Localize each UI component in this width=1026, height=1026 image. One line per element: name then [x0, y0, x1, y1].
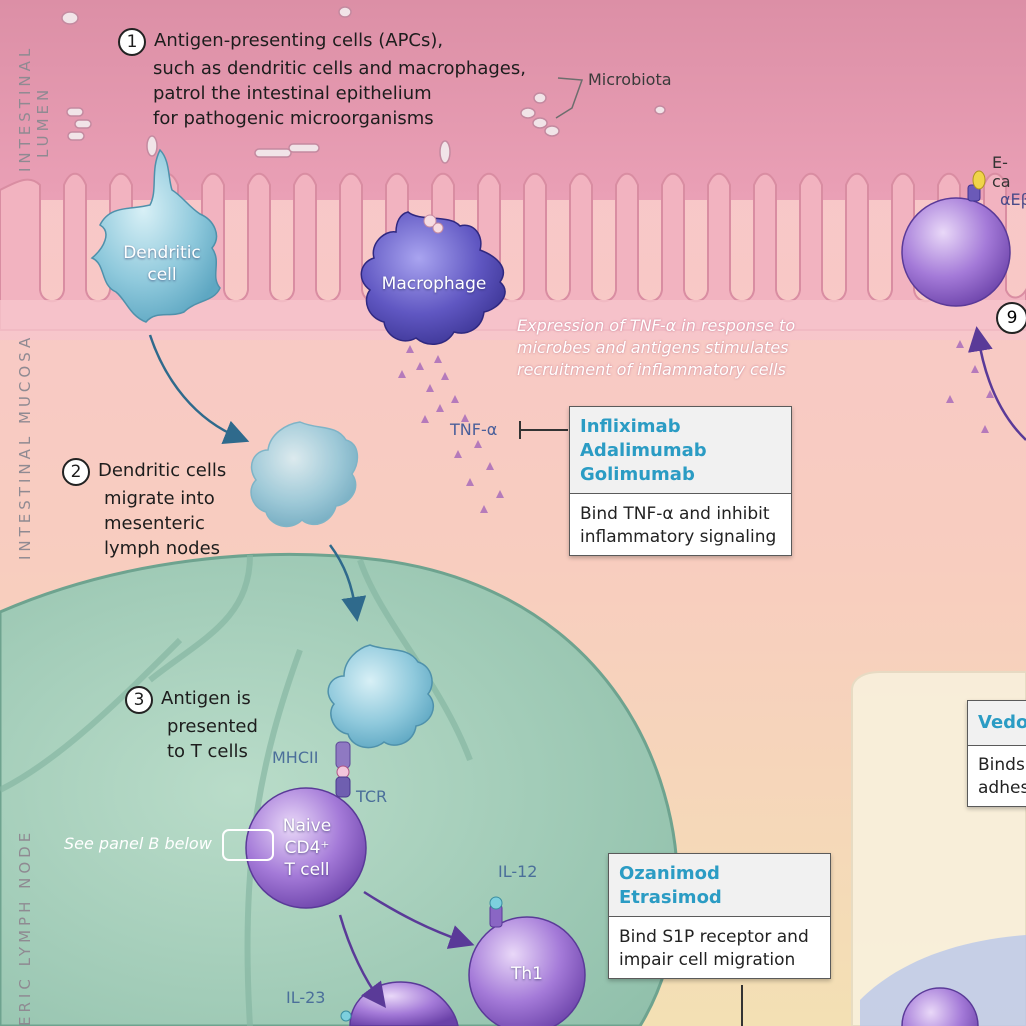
drug-etrasimod: Etrasimod: [619, 887, 722, 908]
microbiota-label: Microbiota: [588, 70, 672, 89]
s1p-modulator-box: Ozanimod Etrasimod Bind S1P receptor and…: [608, 853, 831, 979]
side-label-lumen-line2: LUMEN: [34, 85, 52, 158]
step-2-line4: lymph nodes: [104, 538, 221, 559]
s1p-desc-line1: Bind S1P receptor and: [619, 927, 809, 947]
s1p-modulator-names: Ozanimod Etrasimod: [609, 854, 830, 917]
step-1-callout: 1 Antigen-presenting cells (APCs), such a…: [118, 28, 526, 131]
antigen-peptide: [336, 765, 350, 779]
see-panel-b-note[interactable]: See panel B below: [64, 834, 212, 853]
dendritic-cell-label-line1: Dendritic: [123, 243, 201, 263]
tnf-particles: [398, 340, 994, 513]
side-label-lumen-line1: INTESTINAL: [16, 44, 34, 172]
integrin-inhibitor-box-partial: Vedo Binds adhes: [967, 700, 1026, 807]
recruitment-arrow: [968, 326, 1026, 441]
mhcii-label: MHCII: [272, 748, 319, 767]
migration-arrow-2: [328, 544, 367, 622]
side-label-lumen: INTESTINAL LUMEN: [16, 45, 52, 172]
naive-t-cell: [245, 787, 367, 909]
microbiota-pointer: [555, 77, 584, 119]
il23-molecule: [340, 1010, 352, 1022]
lymph-septa: [0, 554, 473, 1026]
macrophage-label: Macrophage: [381, 274, 487, 294]
tnf-note-line1: Expression of TNF-α in response to: [517, 316, 796, 335]
dendritic-cell-label: Dendritic cell: [116, 242, 208, 286]
tnf-inhibitor-description: Bind TNF-α and inhibit inflammatory sign…: [570, 494, 791, 555]
step-3-callout: 3 Antigen is presented to T cells: [125, 686, 258, 764]
step-1-line4: for pathogenic microorganisms: [153, 108, 434, 129]
drug-ozanimod: Ozanimod: [619, 863, 720, 884]
step-3-line1: Antigen is: [161, 688, 251, 709]
tcr-receptor: [335, 776, 351, 798]
step-9-number: 9: [996, 302, 1026, 334]
differentiation-arrow-th1: [363, 890, 475, 949]
il12-label: IL-12: [498, 862, 538, 881]
step-2-callout: 2 Dendritic cells migrate into mesenteric…: [62, 458, 226, 561]
th1-cell: [468, 916, 586, 1026]
step-1-line1: Antigen-presenting cells (APCs),: [154, 30, 444, 51]
step-3-line2: presented: [167, 716, 258, 737]
step-2-number: 2: [62, 458, 90, 486]
mhcii-receptor: [335, 741, 351, 769]
step-1-number: 1: [118, 28, 146, 56]
side-label-lymph-node: ERIC LYMPH NODE: [16, 828, 34, 1026]
integrin-desc-line2: adhes: [978, 778, 1026, 798]
migration-arrow-1: [148, 334, 250, 445]
s1p-desc-line2: impair cell migration: [619, 950, 796, 970]
effector-t-cell: [901, 197, 1011, 307]
il12-molecule: [489, 896, 503, 910]
tnf-expression-note: Expression of TNF-α in response to micro…: [517, 315, 795, 381]
step-1-line3: patrol the intestinal epithelium: [153, 83, 432, 104]
macrophage-shape: [360, 211, 506, 345]
tnf-inhibitor-names: Infliximab Adalimumab Golimumab: [570, 407, 791, 494]
dendritic-cell-shape: [90, 148, 221, 323]
step-2-line1: Dendritic cells: [98, 460, 227, 481]
step-3-number: 3: [125, 686, 153, 714]
tnf-inhibitor-box: Infliximab Adalimumab Golimumab Bind TNF…: [569, 406, 792, 556]
integrin-inhibitor-description: Binds adhes: [968, 746, 1026, 806]
tnf-inhibition-bar: [519, 421, 568, 439]
tcr-label: TCR: [356, 787, 388, 806]
step-2-line2: migrate into: [104, 488, 215, 509]
drug-infliximab: Infliximab: [580, 416, 681, 437]
side-label-mucosa: INTESTINAL MUCOSA: [16, 333, 34, 560]
differentiation-arrow-th17: [338, 914, 386, 1009]
tnf-note-line3: recruitment of inflammatory cells: [517, 360, 786, 379]
integrin-inhibitor-name: Vedo: [968, 701, 1026, 746]
tnf-label: TNF-α: [450, 420, 498, 439]
naive-t-cell-label: Naive CD4⁺ T cell: [262, 815, 352, 881]
step-1-line2: such as dendritic cells and macrophages,: [153, 58, 526, 79]
migrating-dendritic-cell: [250, 421, 359, 528]
naive-label-line1: Naive: [282, 816, 332, 836]
see-panel-box: [222, 829, 274, 861]
e-cadherin-label-partial: E-ca: [992, 153, 1011, 191]
lumen-layer: [0, 0, 1026, 200]
drug-adalimumab: Adalimumab: [580, 440, 707, 461]
tnf-desc-line1: Bind TNF-α and inhibit: [580, 504, 770, 524]
dendritic-cell-label-line2: cell: [147, 265, 177, 285]
integrin-desc-line1: Binds: [978, 755, 1025, 775]
tnf-note-line2: microbes and antigens stimulates: [517, 338, 789, 357]
th1-label: Th1: [511, 964, 543, 984]
il23-label: IL-23: [286, 988, 326, 1007]
alpha-e-beta7-label-partial: αEβ: [1000, 190, 1026, 209]
e-cadherin-molecule: [972, 170, 986, 190]
step-3-line3: to T cells: [167, 741, 248, 762]
naive-label-line2: CD4⁺: [284, 838, 330, 858]
tnf-desc-line2: inflammatory signaling: [580, 527, 777, 547]
s1p-modulator-description: Bind S1P receptor and impair cell migrat…: [609, 917, 830, 978]
step-2-line3: mesenteric: [104, 513, 205, 534]
drug-golimumab: Golimumab: [580, 464, 695, 485]
microbiota-organisms: [61, 6, 666, 164]
presenting-dendritic-cell: [327, 644, 434, 749]
naive-label-line3: T cell: [284, 860, 330, 880]
